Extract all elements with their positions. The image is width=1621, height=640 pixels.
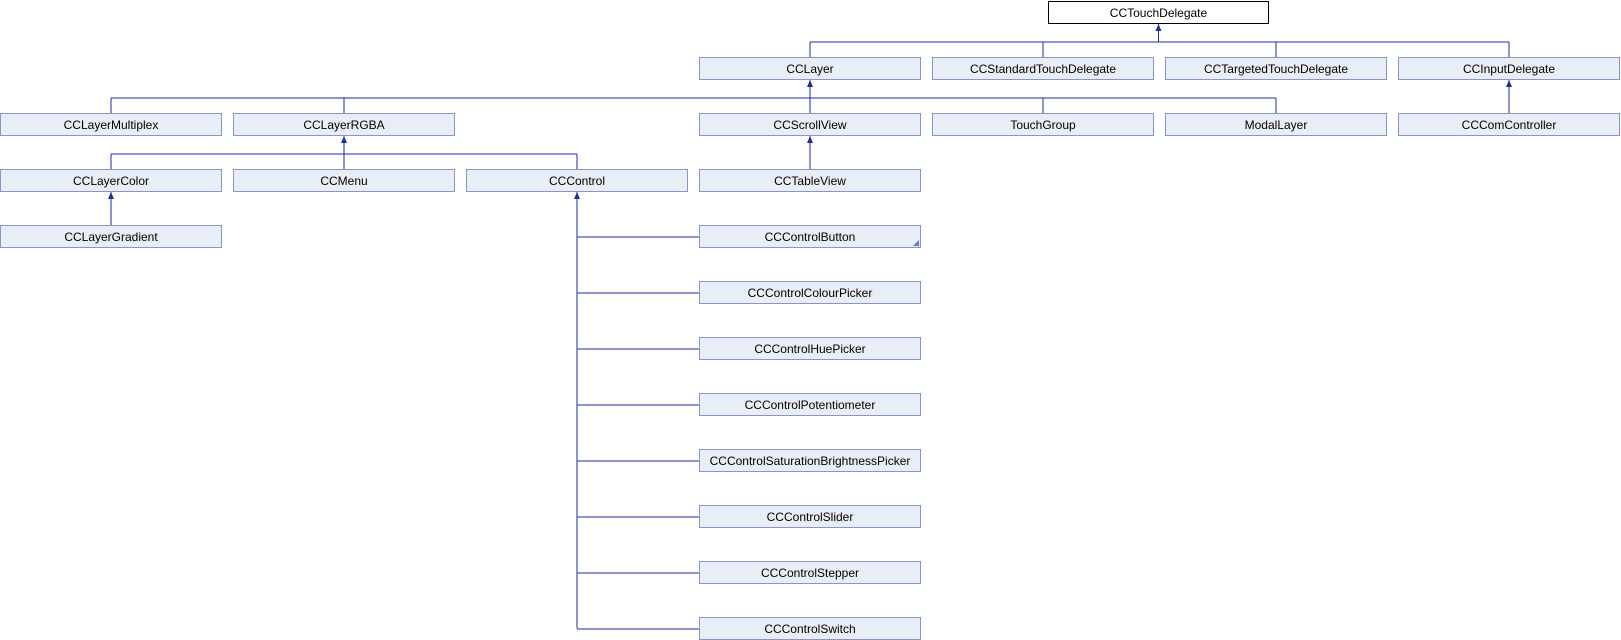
node-cccontrolcolourpicker[interactable]: CCControlColourPicker [699, 281, 921, 304]
node-cccontrolstepper[interactable]: CCControlStepper [699, 561, 921, 584]
node-cclayerrgba[interactable]: CCLayerRGBA [233, 113, 455, 136]
node-cctableview[interactable]: CCTableView [699, 169, 921, 192]
node-ccstandardtouchdelegate[interactable]: CCStandardTouchDelegate [932, 57, 1154, 80]
node-cclayergradient[interactable]: CCLayerGradient [0, 225, 222, 248]
inheritance-arrow-input_delegate [1506, 80, 1512, 87]
node-ccscrollview[interactable]: CCScrollView [699, 113, 921, 136]
more-children-marker-icon [913, 240, 919, 246]
node-modallayer[interactable]: ModalLayer [1165, 113, 1387, 136]
node-cccontrolhuepicker[interactable]: CCControlHuePicker [699, 337, 921, 360]
node-cclayercolor[interactable]: CCLayerColor [0, 169, 222, 192]
node-touchgroup[interactable]: TouchGroup [932, 113, 1154, 136]
node-cccontrolswitch[interactable]: CCControlSwitch [699, 617, 921, 640]
node-cccontrolpotentiometer[interactable]: CCControlPotentiometer [699, 393, 921, 416]
node-cclayermultiplex[interactable]: CCLayerMultiplex [0, 113, 222, 136]
node-cccontrol[interactable]: CCControl [466, 169, 688, 192]
node-cccontrolsaturationbrightnesspicker[interactable]: CCControlSaturationBrightnessPicker [699, 449, 921, 472]
node-ccinputdelegate[interactable]: CCInputDelegate [1398, 57, 1620, 80]
node-cccomcontroller[interactable]: CCComController [1398, 113, 1620, 136]
inheritance-arrow-scroll_view [807, 136, 813, 143]
inheritance-arrow-layer_rgba [341, 136, 347, 143]
node-cccontrolslider[interactable]: CCControlSlider [699, 505, 921, 528]
node-ccmenu[interactable]: CCMenu [233, 169, 455, 192]
node-cccontrolbutton[interactable]: CCControlButton [699, 225, 921, 248]
inheritance-arrow-control [574, 192, 580, 199]
node-cclayer[interactable]: CCLayer [699, 57, 921, 80]
inheritance-arrow-layer_color [108, 192, 114, 199]
node-cctouchdelegate[interactable]: CCTouchDelegate [1048, 1, 1269, 24]
node-cctargetedtouchdelegate[interactable]: CCTargetedTouchDelegate [1165, 57, 1387, 80]
inheritance-arrow-layer [807, 80, 813, 87]
inheritance-arrow-touch_delegate [1155, 24, 1162, 31]
node-cccontrolbutton-label: CCControlButton [764, 229, 856, 244]
